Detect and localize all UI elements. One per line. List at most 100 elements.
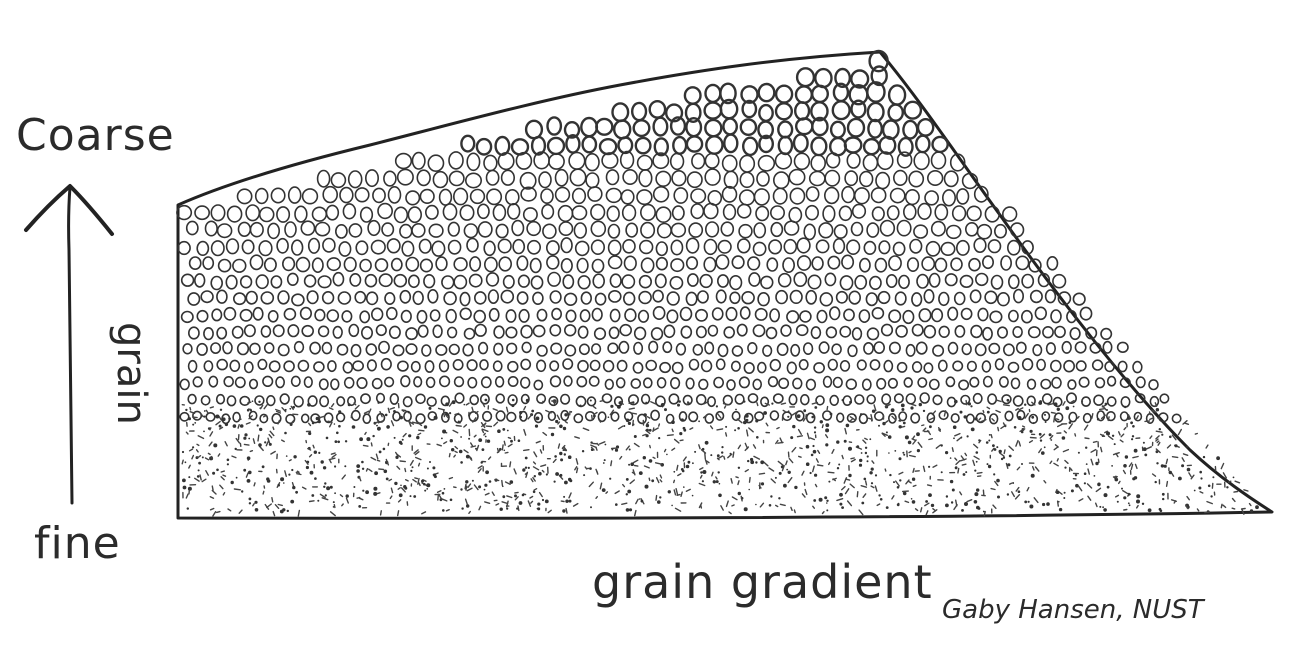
medium-grain [265, 258, 276, 271]
fine-grain [373, 492, 377, 496]
fine-grain [280, 477, 284, 481]
fine-grain [814, 474, 817, 477]
coarse-grain [548, 117, 561, 134]
fine-grain [1064, 492, 1066, 494]
fine-grain [748, 489, 750, 491]
medium-grain [513, 240, 524, 254]
medium-grain [566, 310, 575, 321]
medium-grain [224, 377, 233, 387]
fine-grain [604, 459, 606, 461]
medium-grain [499, 257, 511, 271]
fine-grain [975, 417, 978, 420]
fine-grain [515, 492, 518, 493]
medium-grain [787, 311, 799, 323]
fine-grain [542, 471, 544, 473]
medium-grain [761, 397, 768, 406]
medium-grain [1079, 377, 1088, 387]
medium-grain [596, 293, 606, 304]
medium-grain [1011, 223, 1024, 237]
medium-grain [1055, 327, 1065, 338]
medium-grain [276, 377, 284, 387]
medium-grain [995, 225, 1006, 238]
fine-grain [347, 498, 349, 503]
medium-grain [896, 292, 906, 305]
medium-grain [828, 256, 839, 268]
medium-grain [939, 326, 949, 337]
fine-grain [1169, 436, 1172, 439]
fine-grain [803, 409, 806, 412]
fine-grain [563, 427, 566, 430]
medium-grain [398, 361, 408, 371]
medium-grain [425, 361, 433, 372]
medium-grain [778, 344, 788, 356]
fine-grain [461, 507, 463, 509]
fine-grain [871, 486, 874, 488]
fine-grain [1016, 441, 1018, 447]
coarse-grain [932, 152, 946, 169]
fine-grain [628, 422, 631, 425]
fine-grain [1071, 469, 1072, 471]
medium-grain [496, 394, 504, 403]
fine-grain [595, 413, 597, 415]
medium-grain [307, 291, 318, 303]
fine-grain [474, 435, 476, 437]
fine-grain [901, 408, 904, 411]
medium-grain [783, 258, 794, 272]
fine-grain [901, 404, 905, 408]
medium-grain [416, 394, 425, 403]
fine-grain [590, 506, 592, 508]
fine-grain [600, 400, 604, 401]
fine-grain [533, 478, 535, 481]
fine-grain [973, 460, 975, 465]
fine-grain [608, 416, 610, 418]
medium-grain [440, 376, 450, 386]
coarse-grain [914, 152, 929, 169]
coarse-grain [355, 188, 368, 202]
fine-grain [466, 486, 467, 490]
fine-grain [459, 422, 461, 424]
coarse-grain [602, 153, 618, 168]
fine-grain [400, 461, 405, 462]
fine-grain [702, 470, 706, 474]
fine-grain [596, 469, 597, 472]
medium-grain [1064, 361, 1074, 372]
fine-grain [1155, 481, 1157, 483]
medium-grain [1046, 290, 1056, 303]
fine-grain [386, 478, 389, 481]
fine-grain [216, 422, 220, 425]
fine-grain [674, 480, 675, 482]
fine-grain [438, 494, 439, 500]
medium-grain [625, 309, 636, 321]
fine-grain [665, 450, 666, 452]
medium-grain [753, 325, 764, 336]
fine-grain [627, 490, 631, 494]
fine-grain [953, 437, 955, 439]
medium-grain [504, 276, 514, 288]
fine-grain [525, 473, 527, 474]
fine-grain [441, 438, 443, 440]
medium-grain [449, 241, 461, 254]
fine-grain [798, 436, 803, 437]
medium-grain [1042, 412, 1049, 420]
medium-grain [769, 240, 781, 254]
fine-grain [189, 465, 190, 468]
coarse-grain [957, 189, 969, 204]
fine-grain [1189, 473, 1191, 477]
fine-grain [526, 399, 529, 402]
medium-grain [592, 309, 602, 321]
medium-grain [197, 344, 207, 355]
fine-grain [1129, 504, 1131, 506]
coarse-grain [420, 190, 434, 204]
fine-grain [1195, 434, 1197, 435]
medium-grain [496, 377, 504, 387]
fine-grain [1103, 508, 1107, 512]
coarse-grain [741, 119, 756, 134]
fine-grain [484, 489, 486, 491]
fine-grain [1097, 483, 1100, 486]
medium-grain [320, 379, 328, 389]
fine-grain [344, 465, 346, 467]
medium-grain [959, 380, 968, 389]
coarse-grain [623, 170, 637, 184]
coarse-grain [487, 170, 499, 185]
medium-grain [463, 344, 473, 355]
